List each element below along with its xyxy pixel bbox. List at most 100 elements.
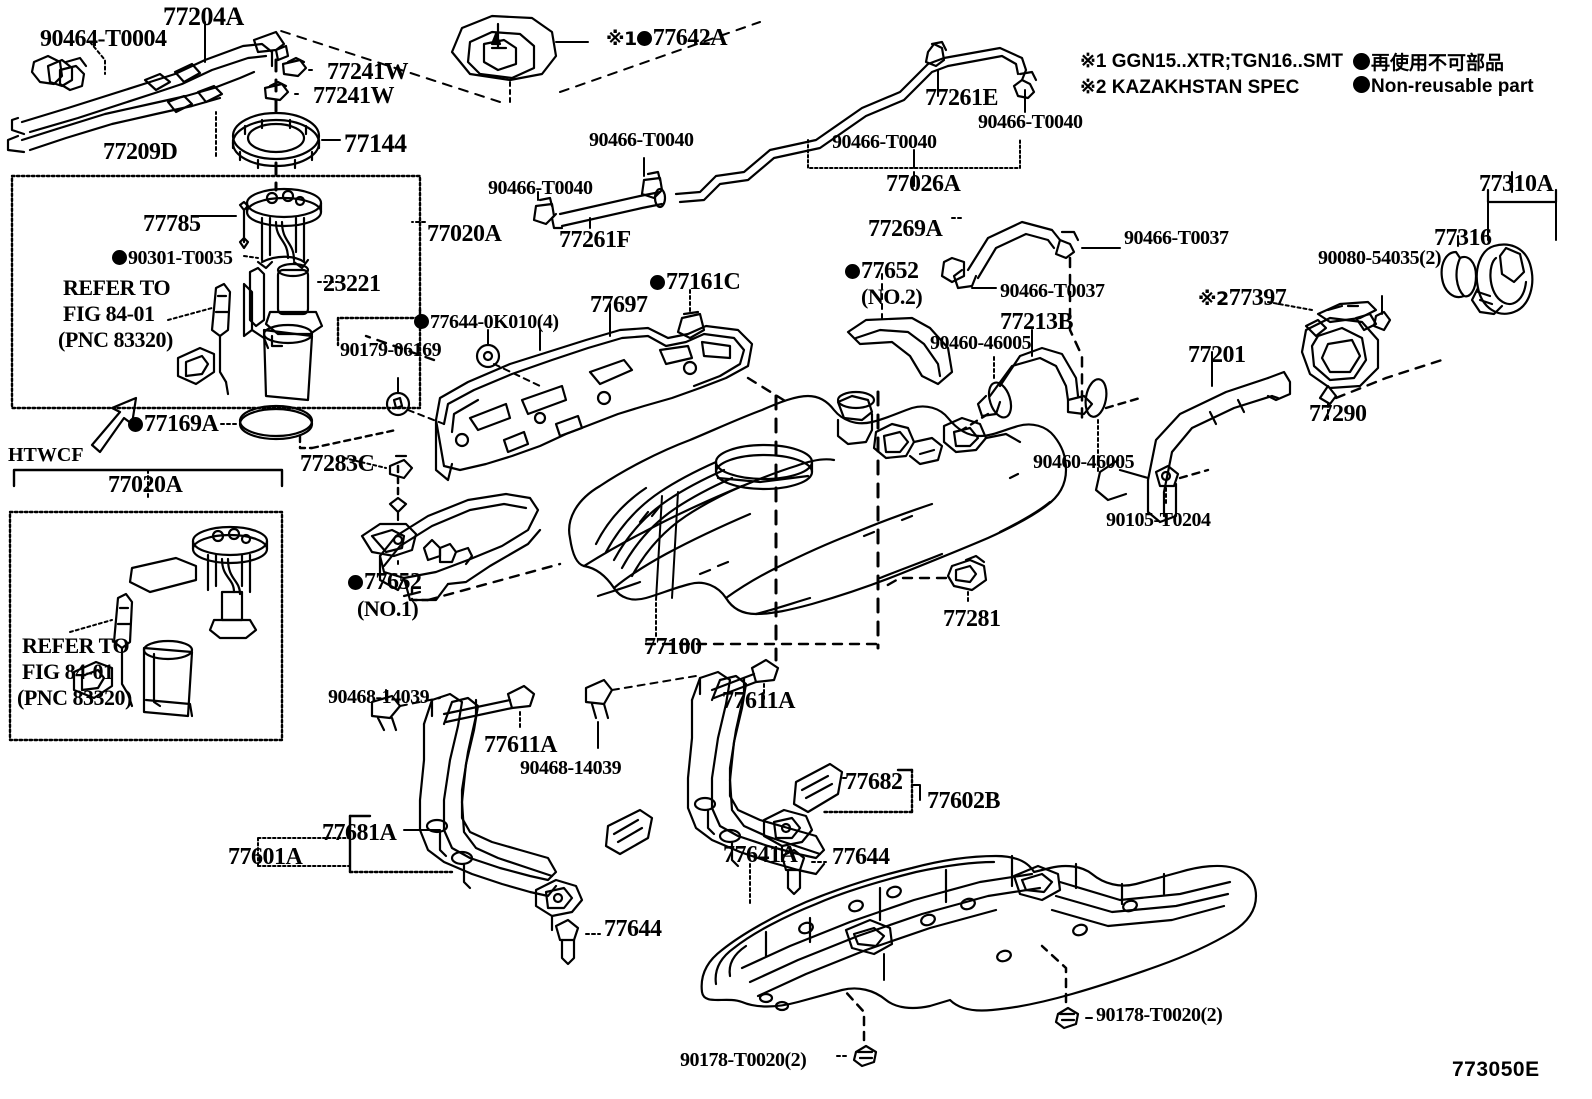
part-number-text: 90466-T0040	[488, 177, 593, 199]
part-label-90301t0035: 90301-T0035	[112, 248, 233, 269]
part-label-77020a: 77020A	[427, 221, 502, 247]
part-number-text: 77209D	[103, 139, 178, 165]
legend-nonreusable-en: Non-reusable part	[1353, 76, 1534, 98]
part-number-text: 90301-T0035	[128, 247, 233, 269]
nonreusable-dot-icon	[1353, 53, 1370, 70]
part-label-77785: 77785	[143, 211, 201, 237]
part-number-text: 90178-T0020(2)	[680, 1049, 807, 1071]
part-label-77144: 77144	[344, 130, 407, 157]
part-number-text: 77644	[832, 844, 890, 870]
part-number-text: 77241W	[313, 83, 395, 109]
part-number-text: 90466-T0040	[832, 131, 937, 153]
part-number-text: 90179-06169	[340, 339, 442, 361]
part-label-90466t0037: 90466-T0037	[1000, 281, 1105, 302]
part-number-text: 77310A	[1479, 171, 1554, 197]
part-label-9046046005: 90460-46005	[1033, 451, 1135, 473]
part-number-text: 77644-0K010(4)	[430, 311, 559, 333]
part-label-77652: 77652	[845, 258, 919, 284]
part-label-77611a: 77611A	[484, 732, 558, 758]
part-number-text: 77641A	[723, 842, 798, 868]
nonreusable-dot-icon	[650, 275, 665, 290]
part-number-text: 90468-14039	[328, 686, 430, 708]
part-label-77601a: 77601A	[228, 844, 303, 870]
legend-nonreusable-jp-text: 再使用不可部品	[1371, 52, 1505, 74]
part-label-77681a: 77681A	[322, 820, 397, 846]
part-number-text: 77397	[1228, 285, 1287, 311]
part-label-90178t00202: 90178-T0020(2)	[680, 1049, 807, 1071]
part-label-77204a: 77204A	[163, 3, 244, 30]
part-label-no1: (NO.1)	[357, 596, 419, 621]
part-label-90080540352: 90080-54035(2)	[1318, 248, 1441, 269]
part-label-77161c: 77161C	[650, 269, 741, 295]
part-label-77201: 77201	[1188, 342, 1246, 368]
part-number-text: 77601A	[228, 844, 303, 870]
part-number-text: 90466-T0037	[1124, 227, 1229, 249]
part-number-text: 77652	[364, 569, 422, 595]
legend-note-1: ※1 GGN15..XTR;TGN16..SMT	[1080, 51, 1343, 72]
part-number-text: 90460-46005	[1033, 451, 1135, 473]
part-number-text: 77100	[644, 634, 702, 660]
part-number-text: 90460-46005	[930, 332, 1032, 354]
part-label-77682: 77682	[845, 769, 903, 795]
part-number-text: 77213B	[1000, 309, 1074, 335]
spec-note-marker: ※2	[1198, 288, 1229, 310]
refer-bottom-line1: REFER TO	[22, 633, 130, 658]
part-label-77644: 77644	[604, 916, 662, 942]
part-label-77020a: 77020A	[108, 472, 183, 498]
nonreusable-dot-icon	[128, 417, 143, 432]
part-label-90178t00202: 90178-T0020(2)	[1096, 1004, 1223, 1026]
part-number-text: 77269A	[868, 216, 943, 242]
diagram-code: 773050E	[1452, 1058, 1540, 1081]
part-label-77652: 77652	[348, 569, 422, 595]
part-number-text: 77161C	[666, 269, 741, 295]
part-number-text: 77026A	[886, 171, 961, 197]
part-label-77316: 77316	[1434, 225, 1492, 251]
part-label-9046814039: 90468-14039	[520, 757, 622, 779]
part-number-text: 90080-54035(2)	[1318, 247, 1441, 269]
nonreusable-dot-icon	[414, 314, 429, 329]
part-label-90105t0204: 90105-T0204	[1106, 510, 1211, 531]
part-number-text: 77785	[143, 211, 201, 237]
refer-bottom-line3: (PNC 83320)	[17, 685, 132, 710]
part-number-text: 77281	[943, 606, 1001, 632]
part-number-text: 90466-T0037	[1000, 280, 1105, 302]
refer-top-line3: (PNC 83320)	[58, 327, 173, 352]
part-label-77209d: 77209D	[103, 139, 178, 165]
refer-top-line2: FIG 84-01	[63, 301, 155, 326]
part-number-text: 77611A	[484, 732, 558, 758]
legend-note-2: ※2 KAZAKHSTAN SPEC	[1080, 77, 1300, 98]
part-number-text: 77204A	[163, 2, 244, 31]
part-number-text: 77644	[604, 916, 662, 942]
part-number-text: 77697	[590, 292, 648, 318]
part-label-77269a: 77269A	[868, 216, 943, 242]
part-label-90466t0040: 90466-T0040	[832, 132, 937, 153]
nonreusable-dot-icon	[112, 250, 127, 265]
part-number-text: 90178-T0020(2)	[1096, 1004, 1223, 1026]
part-number-text: 90468-14039	[520, 757, 622, 779]
legend-nonreusable-jp: 再使用不可部品	[1353, 48, 1504, 75]
part-number-text: 90105-T0204	[1106, 509, 1211, 531]
part-label-77602b: 77602B	[927, 788, 1001, 814]
part-number-text: 77681A	[322, 820, 397, 846]
part-label-77310a: 77310A	[1479, 171, 1554, 197]
part-number-text: 77144	[344, 129, 407, 158]
part-number-text: 90466-T0040	[978, 111, 1083, 133]
part-number-text: 77020A	[427, 221, 502, 247]
part-label-77169a: 77169A	[128, 411, 219, 437]
part-number-text: 77682	[845, 769, 903, 795]
part-label-77026a: 77026A	[886, 171, 961, 197]
part-number-text: 77241W	[327, 59, 409, 85]
part-label-90466t0040: 90466-T0040	[978, 112, 1083, 133]
part-label-77261f: 77261F	[559, 227, 631, 253]
part-label-9017906169: 90179-06169	[340, 339, 442, 361]
part-number-text: 90466-T0040	[589, 129, 694, 151]
part-label-77261e: 77261E	[925, 85, 999, 111]
part-number-text: (NO.1)	[357, 596, 419, 621]
part-label-77290: 77290	[1309, 401, 1367, 427]
part-number-text: 77169A	[144, 411, 219, 437]
nonreusable-dot-icon	[845, 264, 860, 279]
refer-bottom-line2: FIG 84-01	[22, 659, 114, 684]
part-label-77283c: 77283C	[300, 451, 375, 477]
